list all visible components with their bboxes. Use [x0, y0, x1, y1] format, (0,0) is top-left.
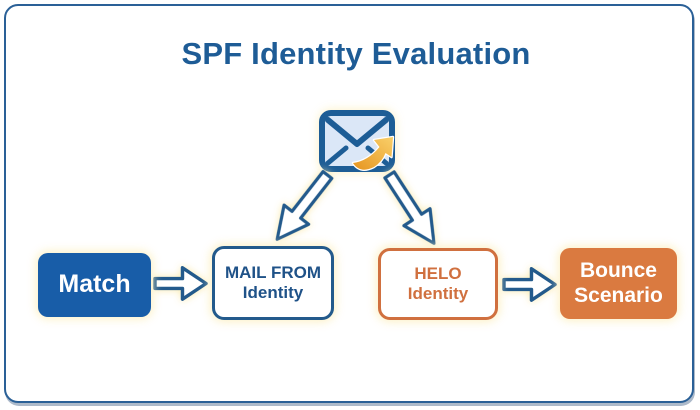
node-label-line1: HELO	[414, 263, 462, 283]
page-title: SPF Identity Evaluation	[181, 36, 531, 71]
node-label-line2: Identity	[242, 283, 304, 302]
envelope-icon	[319, 110, 395, 172]
diagram-frame: SPF Identity Evaluation Match	[4, 4, 694, 403]
node-label-line2: Identity	[407, 284, 469, 303]
node-label: Match	[58, 270, 131, 299]
node-bounce-scenario: Bounce Scenario	[560, 248, 677, 319]
email-envelope-send-icon	[316, 107, 402, 189]
node-match: Match	[38, 253, 151, 317]
node-label-line1: MAIL FROM	[224, 262, 321, 282]
arrow-down-right-icon	[383, 170, 436, 245]
arrow-right-icon	[502, 267, 557, 302]
node-label-line2: Scenario	[574, 283, 663, 307]
node-mail-from-identity: MAIL FROM Identity	[212, 246, 334, 320]
node-label-line1: Bounce	[579, 258, 657, 282]
node-helo-identity: HELO Identity	[378, 248, 498, 320]
arrow-down-left-icon	[275, 170, 334, 241]
arrow-right-icon	[153, 266, 208, 301]
